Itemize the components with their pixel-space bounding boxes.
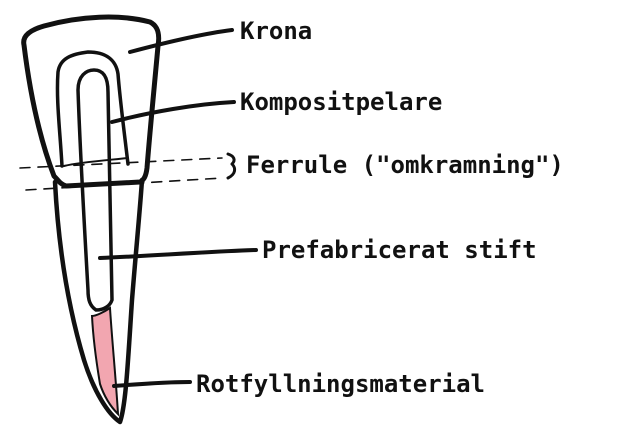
label-composite-core: Kompositpelare — [240, 88, 442, 116]
ferrule-bracket-icon — [228, 154, 235, 178]
leader-line-post — [100, 250, 256, 258]
post-outline — [78, 70, 112, 310]
label-crown: Krona — [240, 17, 312, 45]
label-post: Prefabricerat stift — [262, 236, 537, 264]
leader-line-crown — [130, 30, 232, 52]
leader-line-composite-core — [112, 102, 234, 122]
label-ferrule: Ferrule ("omkramning") — [246, 151, 564, 179]
crown-outline — [24, 17, 159, 186]
label-root-filling: Rotfyllningsmaterial — [196, 370, 485, 398]
root-filling-material — [92, 308, 118, 414]
